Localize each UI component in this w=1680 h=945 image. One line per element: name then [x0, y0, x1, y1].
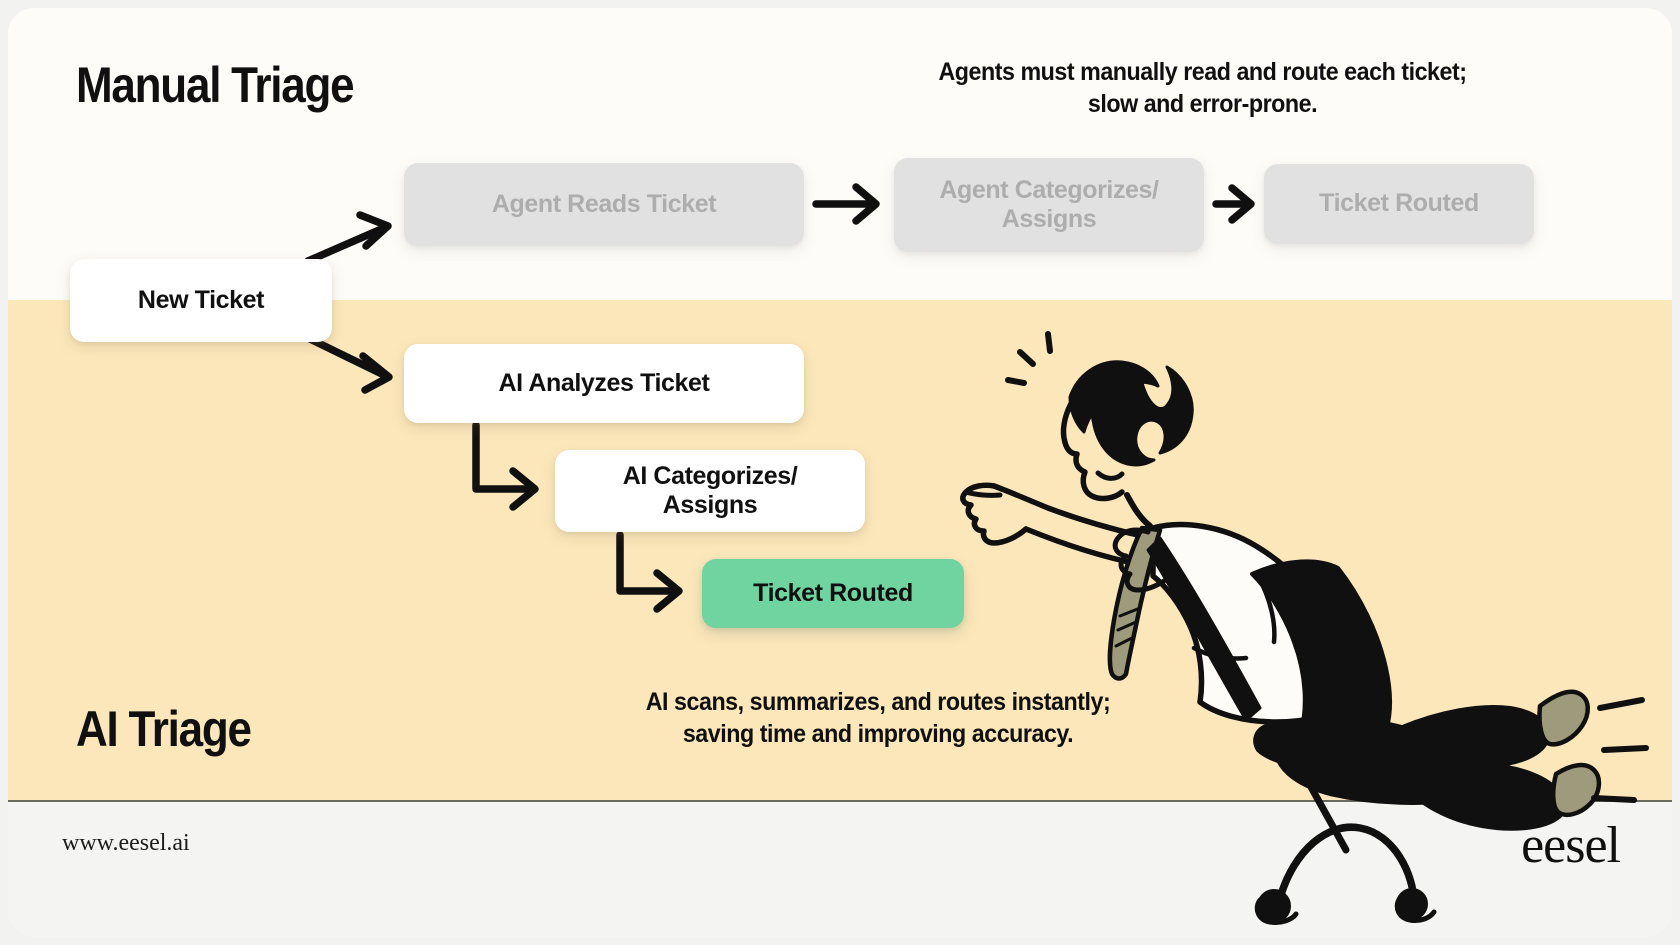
- manual-caption-line-1: Agents must manually read and route each…: [938, 58, 1467, 86]
- manual-triage-caption: Agents must manually read and route each…: [877, 56, 1528, 120]
- eesel-logo: eesel: [1521, 817, 1621, 874]
- manual-triage-band: [8, 8, 1672, 300]
- node-agent-categorizes-assigns[interactable]: Agent Categorizes/ Assigns: [894, 158, 1204, 252]
- ai-triage-band: [8, 300, 1672, 800]
- ai-triage-caption: AI scans, summarizes, and routes instant…: [534, 686, 1222, 750]
- footer-website-url[interactable]: www.eesel.ai: [62, 830, 190, 856]
- node-ticket-routed-manual[interactable]: Ticket Routed: [1264, 164, 1534, 244]
- ai-triage-title: AI Triage: [76, 701, 252, 757]
- node-ticket-routed-ai[interactable]: Ticket Routed: [702, 559, 964, 628]
- node-new-ticket[interactable]: New Ticket: [70, 259, 332, 342]
- manual-caption-line-2: slow and error-prone.: [1087, 90, 1318, 118]
- manual-triage-title: Manual Triage: [76, 57, 355, 113]
- node-ai-analyzes-ticket[interactable]: AI Analyzes Ticket: [404, 344, 804, 423]
- footer-band: [8, 800, 1672, 937]
- node-agent-reads-ticket[interactable]: Agent Reads Ticket: [404, 163, 804, 246]
- infographic-card: Manual Triage AI Triage Agents must manu…: [8, 8, 1672, 937]
- ai-caption-line-1: AI scans, summarizes, and routes instant…: [645, 688, 1111, 716]
- node-ai-categorizes-assigns[interactable]: AI Categorizes/ Assigns: [555, 450, 865, 532]
- ai-caption-line-2: saving time and improving accuracy.: [682, 720, 1074, 748]
